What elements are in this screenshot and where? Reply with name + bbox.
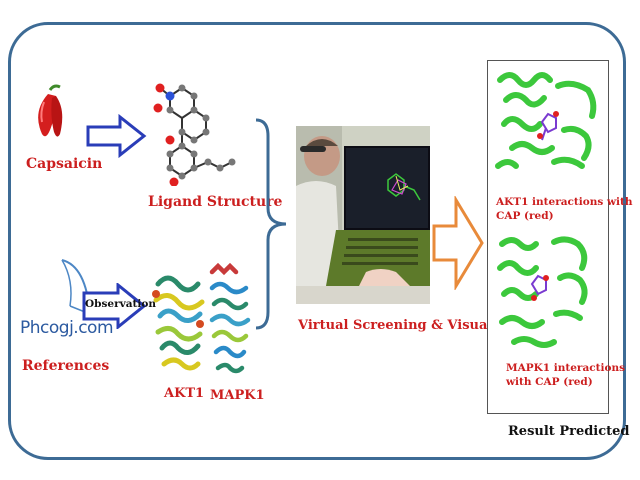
mapk1-interactions-line1: MAPK1 interactions xyxy=(506,362,626,374)
ligand-structure-label: Ligand Structure xyxy=(148,194,283,210)
akt1-interactions-line2: CAP (red) xyxy=(496,210,554,222)
virtual-screening-label: Virtual Screening & Visualization xyxy=(298,318,543,333)
observation-label: Observation xyxy=(85,298,156,310)
arrow-right-orange-icon xyxy=(432,196,484,290)
akt1-label: AKT1 xyxy=(164,386,205,401)
chili-pepper-icon xyxy=(30,84,78,142)
mapk1-label: MAPK1 xyxy=(210,388,265,403)
laptop-photo xyxy=(296,126,430,304)
molecule-icon xyxy=(150,78,242,186)
capsaicin-label: Capsaicin xyxy=(26,156,103,172)
observation-arrow-icon xyxy=(82,283,146,329)
mapk1-protein-icon xyxy=(206,260,254,380)
mapk1-interaction-image xyxy=(494,234,602,350)
arrow-right-icon xyxy=(86,114,148,158)
mapk1-interactions-line2: with CAP (red) xyxy=(506,376,593,388)
references-label: References xyxy=(22,358,110,374)
phcogj-logo-text: Phcogj.com xyxy=(20,318,114,338)
result-predicted-label: Result Predicted xyxy=(508,424,630,439)
akt1-interaction-image xyxy=(494,66,602,178)
bracket-icon xyxy=(252,116,292,332)
akt1-protein-icon xyxy=(150,264,208,378)
akt1-interactions-line1: AKT1 interactions with xyxy=(496,196,633,208)
